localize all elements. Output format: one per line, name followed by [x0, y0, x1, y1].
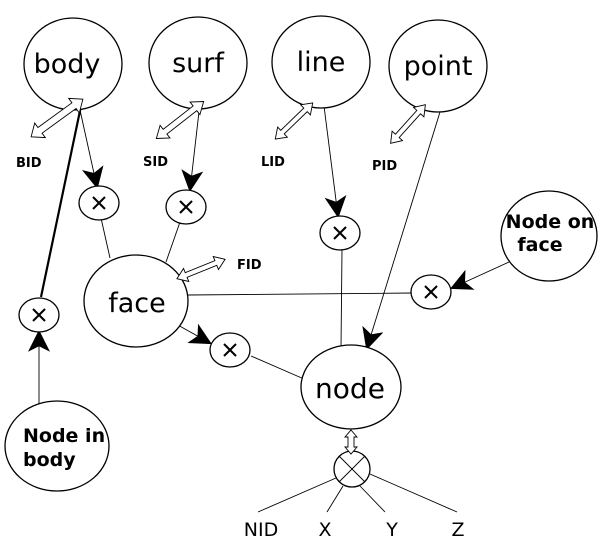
face-ellipse [83, 254, 189, 348]
double-arrow-icon-fid [176, 255, 226, 283]
coord-y-label: Y [385, 519, 398, 541]
node-label: node [315, 372, 385, 405]
coordinate-join [333, 450, 371, 488]
relation-x2-mark-b [179, 200, 193, 214]
coord-z-label: Z [451, 519, 464, 541]
bid-label: BID [16, 156, 42, 171]
relation-x4 [410, 274, 452, 310]
line-ellipse [271, 15, 371, 109]
entity-surf: surf [148, 16, 248, 110]
relation-x3 [319, 215, 361, 251]
relation-x3-mark-b [333, 226, 347, 240]
lid-label: LID [261, 155, 285, 170]
double-arrow-icon-lid [274, 102, 314, 140]
edge-x1-face [100, 217, 111, 259]
edge-join-x [326, 485, 344, 513]
relation-x1-mark-b [92, 196, 106, 210]
entity-point: point [388, 19, 488, 113]
pid-label: PID [372, 159, 397, 174]
edge-x3-node [340, 249, 343, 349]
entity-node-on-face: Node on face [500, 190, 598, 282]
edge-x2-face [165, 221, 181, 263]
edge-body-x1 [79, 109, 104, 190]
edge-face-x4 [187, 292, 413, 296]
surf-label: surf [172, 48, 225, 79]
node-in-body-label-2: body [23, 449, 76, 471]
nid-label: NID [244, 519, 278, 541]
edge-join-z [369, 473, 458, 513]
relation-x1 [78, 185, 120, 221]
relation-x6-mark-b [32, 308, 46, 322]
body-label: body [34, 49, 101, 80]
relation-x5-mark-b [223, 343, 237, 357]
edge-join-nid [257, 477, 337, 513]
coord-x-label: X [318, 519, 331, 541]
node-on-face-ellipse [500, 190, 598, 282]
relation-x2 [165, 189, 207, 225]
edge-face-x5 [175, 323, 212, 345]
node-on-face-label-1: Node on [506, 211, 595, 233]
double-arrow-icon-pid [390, 104, 426, 144]
sid-label: SID [143, 155, 168, 170]
node-on-face-label-2: face [517, 234, 562, 256]
point-label: point [404, 51, 473, 82]
entity-face: face [83, 254, 189, 348]
edge-line-x3 [323, 105, 347, 219]
node-in-body-ellipse [4, 400, 110, 492]
double-arrow-icon-sid [155, 101, 205, 139]
edge-point-node [362, 111, 441, 351]
line-label: line [297, 47, 346, 78]
fid-label: FID [237, 258, 262, 273]
relation-x4-mark-b [424, 285, 438, 299]
vertical-double-arrow-icon [344, 429, 358, 455]
node-in-body-label-1: Node in [23, 425, 105, 447]
edge-join-y [359, 485, 386, 513]
double-arrow-icon-bid [30, 97, 84, 139]
relation-x5 [209, 332, 251, 368]
coordinate-join-mark-b [338, 455, 366, 483]
node-ellipse [300, 344, 402, 430]
face-label: face [108, 288, 166, 319]
entity-node: node [300, 344, 402, 430]
edge-surf-x2 [181, 102, 204, 193]
edge-x6-body-bold [39, 105, 83, 298]
point-ellipse [388, 19, 488, 113]
edge-x5-node [250, 355, 305, 380]
entity-line: line [271, 15, 371, 109]
entity-node-in-body: Node in body [4, 400, 110, 492]
entity-body: body [23, 17, 123, 111]
edge-nodeonface-x4 [449, 261, 510, 290]
relation-x6 [18, 297, 60, 333]
